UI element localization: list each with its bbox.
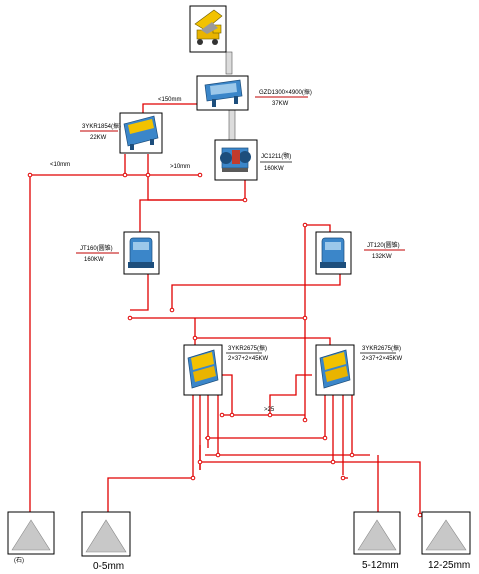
screen-l-name: 3YKR2675(振) — [228, 344, 267, 352]
product-2-label: 0-5mm — [93, 561, 124, 572]
stream-gt10: >10mm — [170, 164, 190, 170]
jaw-power: 160KW — [264, 166, 284, 172]
vibrating-screen-icon — [123, 115, 159, 150]
jaw-crusher-icon — [220, 147, 251, 172]
stream-lt150: <150mm — [158, 97, 182, 103]
stream-gt25: >25 — [264, 407, 275, 413]
cone-crusher-icon — [128, 237, 154, 268]
screen-top-name: 3YKR1854(振) — [82, 122, 121, 130]
bottom-right-vibrating-screen: 3YKR2675(振) 2×37+2×45KW — [315, 344, 403, 396]
stone-pile-icon — [85, 519, 127, 553]
product-1-sub: (石) — [14, 557, 24, 564]
feeder-power: 37KW — [272, 101, 289, 107]
jaw-name: JC1211(颚) — [261, 153, 291, 160]
stone-pile-icon — [425, 519, 467, 551]
product-pile-4: 12-25mm — [421, 511, 471, 571]
cone-left-power: 160KW — [84, 257, 104, 263]
junction-dots — [27, 172, 423, 518]
dump-truck-icon — [194, 9, 223, 45]
product-pile-2: 0-5mm — [81, 511, 131, 572]
product-3-label: 5-12mm — [362, 560, 399, 571]
screen-r-power: 2×37+2×45KW — [362, 356, 403, 362]
cone-left-name: JT160(圆锥) — [80, 244, 113, 252]
left-cone-crusher: JT160(圆锥) 160KW — [76, 231, 160, 275]
dump-truck — [189, 5, 227, 53]
screen-l-power: 2×37+2×45KW — [228, 356, 269, 362]
screen-r-name: 3YKR2675(振) — [362, 344, 401, 352]
stream-lt10: <10mm — [50, 162, 70, 168]
product-pile-3: 5-12mm — [353, 511, 401, 571]
stone-pile-icon — [11, 519, 51, 551]
cone-right-power: 132KW — [372, 254, 392, 260]
vibrating-screen-icon — [187, 349, 219, 389]
bottom-left-vibrating-screen: 3YKR2675(振) 2×37+2×45KW — [183, 344, 269, 396]
screen-top-power: 22KW — [90, 135, 107, 141]
feeder-name: GZD1300×4900(振) — [259, 88, 312, 96]
product-4-label: 12-25mm — [428, 560, 470, 571]
jaw-crusher: JC1211(颚) 160KW — [214, 139, 292, 181]
right-cone-crusher: JT120(圆锥) 132KW — [315, 231, 405, 275]
flow-lines — [29, 51, 421, 515]
product-pile-1: (石) — [7, 511, 55, 564]
vibrating-feeder: GZD1300×4900(振) 37KW — [196, 75, 312, 111]
top-vibrating-screen: 3YKR1854(振) 22KW — [80, 112, 163, 154]
stone-pile-icon — [357, 519, 397, 551]
vibrating-feeder-icon — [204, 79, 243, 107]
cone-right-name: JT120(圆锥) — [367, 241, 400, 249]
vibrating-screen-icon — [319, 349, 351, 389]
cone-crusher-icon — [320, 237, 346, 268]
